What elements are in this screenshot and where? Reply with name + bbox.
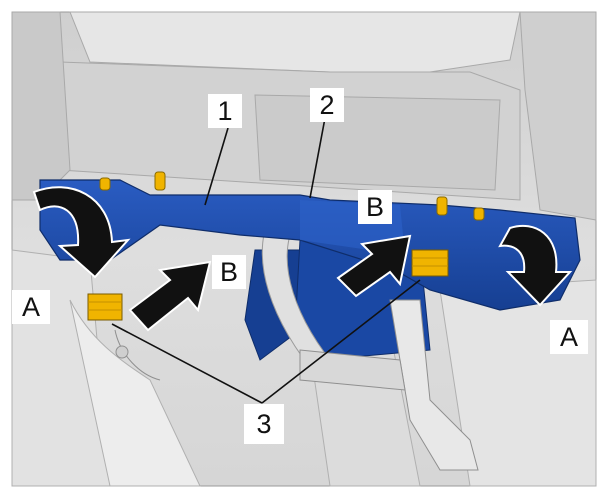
leader-lines [111, 117, 421, 404]
connector-left [87, 293, 123, 321]
arrow-a-right [498, 224, 573, 307]
label-direction-b-right: B [358, 190, 392, 224]
label-part-1: 1 [208, 94, 242, 128]
label-direction-b-left: B [212, 255, 246, 289]
label-direction-a-left: A [12, 290, 50, 324]
arrow-b-left [128, 260, 212, 332]
label-part-2: 2 [310, 88, 344, 122]
label-part-3: 3 [244, 404, 284, 444]
arrow-a-left [32, 186, 131, 279]
retaining-clips [99, 171, 485, 221]
pedal-assembly [114, 299, 479, 471]
label-direction-a-right: A [550, 320, 588, 354]
arrow-b-right [336, 234, 412, 298]
connector-right [411, 249, 449, 277]
